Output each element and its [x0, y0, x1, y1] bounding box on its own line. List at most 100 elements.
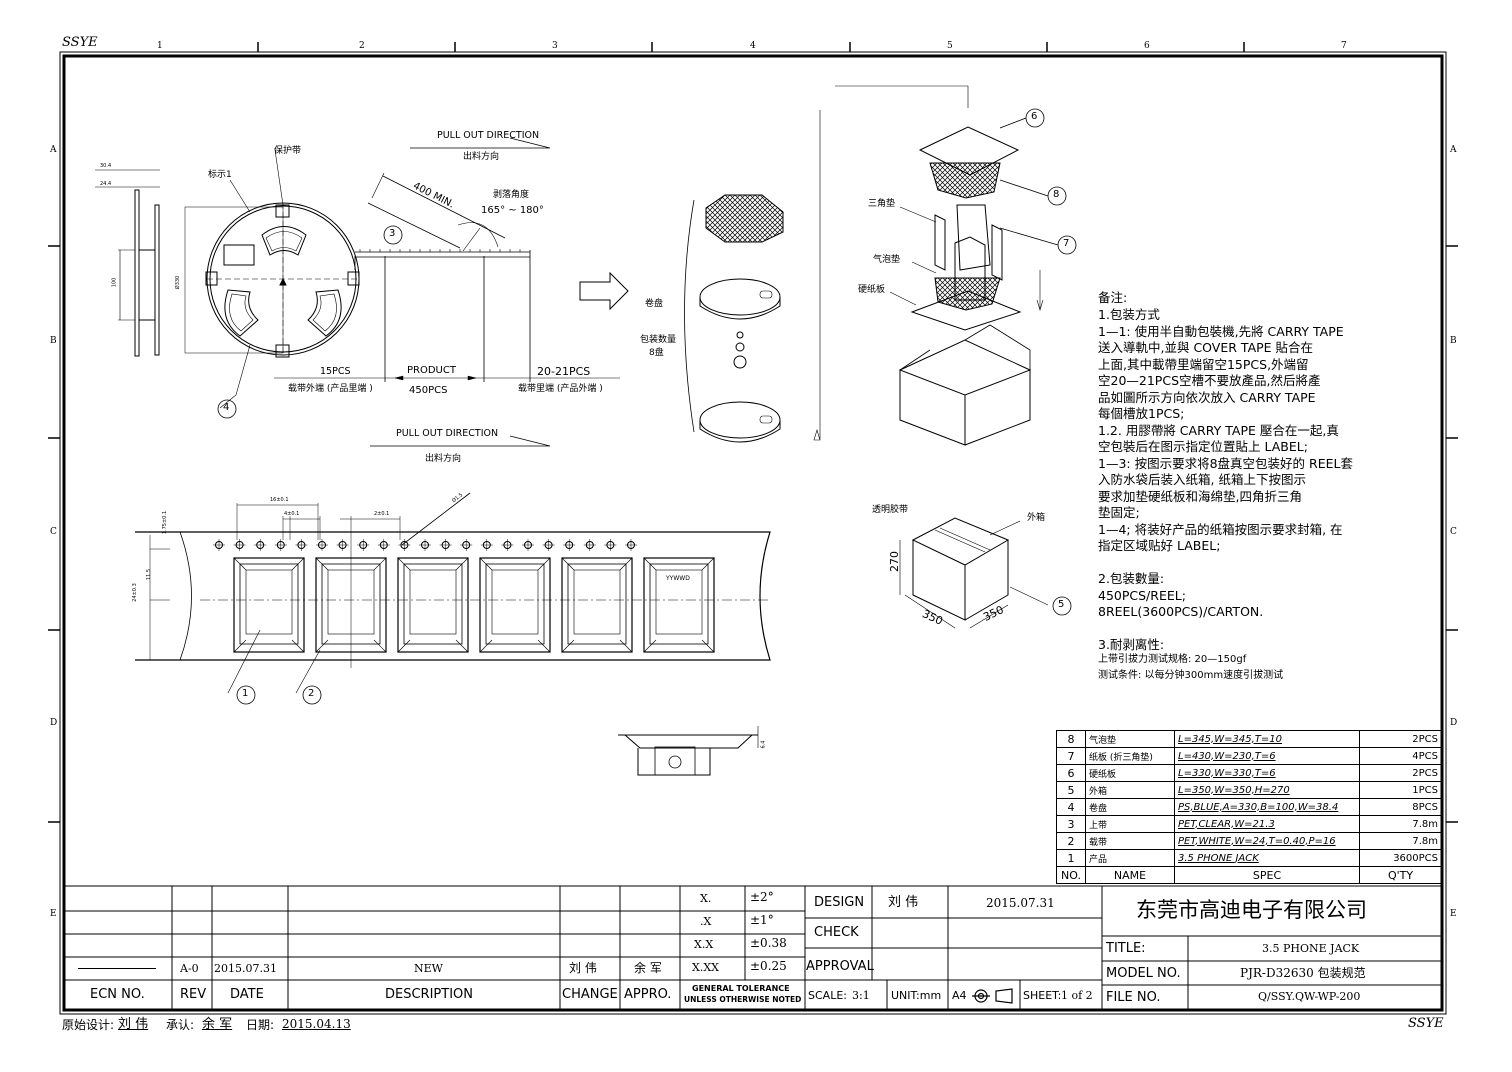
sprocket-crosshair	[625, 539, 637, 551]
note-line: 1.包装方式	[1098, 307, 1160, 322]
parts-cell-spec: L=330,W=330,T=6	[1174, 764, 1360, 782]
file-label: FILE NO.	[1106, 990, 1161, 1005]
reel-front-view	[184, 149, 360, 409]
sprocket-crosshair	[295, 539, 308, 551]
pocket-corner-line	[643, 639, 657, 653]
parts-cell-name: 纸板 (折三角垫)	[1085, 747, 1175, 765]
dim-hole1: 4±0.1	[284, 511, 300, 517]
pocket-corner-line	[455, 557, 469, 571]
corner-mark-bottom: SSYE	[1408, 1016, 1444, 1031]
sprocket-crosshair	[316, 539, 328, 551]
parts-cell-qty: 4PCS	[1359, 747, 1442, 765]
carton-exploded	[889, 126, 1044, 446]
model-value: PJR-D32630 包装规范	[1240, 966, 1366, 980]
tol-val-3: ±0.25	[750, 959, 787, 973]
seg-mid-qty: 450PCS	[409, 385, 448, 396]
sprocket-crosshair	[233, 539, 246, 551]
tape-pocket	[491, 569, 539, 635]
parts-cell-name: 载带	[1085, 832, 1175, 850]
parts-cell-spec: L=345,W=345,T=10	[1174, 730, 1360, 748]
sprocket-crosshair	[213, 539, 225, 551]
tape-pocket	[321, 563, 381, 645]
appro-header: APPRO.	[624, 987, 672, 1002]
parts-cell-no: 1	[1056, 849, 1086, 867]
pocket-corner-line	[397, 639, 411, 653]
parts-cell-qty: 2PCS	[1359, 730, 1442, 748]
tol-fmt-3: X.XX	[692, 961, 719, 974]
parts-cell-name: 产品	[1085, 849, 1175, 867]
pocket-corner-line	[537, 557, 551, 571]
parts-header-row: NO. NAME SPEC Q'TY	[1056, 866, 1442, 884]
dim-outer: Ø330	[175, 275, 182, 290]
approve-name: 余 军	[202, 1017, 233, 1032]
pull-out-top-cn: 出料方向	[463, 152, 500, 162]
scale-value: 3:1	[852, 989, 870, 1002]
footer-date: 2015.04.13	[282, 1017, 351, 1031]
approval-label: APPROVAL	[806, 959, 874, 974]
tape-pocket	[327, 569, 375, 635]
tape-pocket	[649, 563, 709, 645]
pocket-corner-line	[373, 557, 387, 571]
note-line: 垫固定;	[1098, 505, 1140, 520]
parts-cell-no: 8	[1056, 730, 1086, 748]
parts-cell-spec: PS,BLUE,A=330,B=100,W=38.4	[1174, 798, 1360, 816]
pocket-corner-line	[373, 639, 387, 653]
parts-cell-name: 气泡垫	[1085, 730, 1175, 748]
pocket-corner-line	[701, 557, 715, 571]
note-line: 1—3: 按图示要求将8盘真空包装好的 REEL套	[1098, 455, 1353, 471]
pocket-corner-line	[643, 557, 657, 571]
note-line: 3.耐剥离性:	[1098, 637, 1165, 652]
parts-cell-spec: PET,WHITE,W=24,T=0.40,P=16	[1174, 832, 1360, 850]
ecn-header: ECN NO.	[90, 987, 145, 1002]
note-line: 上带引拔力测试规格: 20—150gf	[1098, 653, 1247, 665]
board-label: 硬纸板	[858, 285, 886, 295]
projection-icon	[972, 987, 1016, 1009]
approve-label: 承认:	[166, 1018, 195, 1032]
box-label: 外箱	[1027, 513, 1046, 523]
peel-angle-value: 165° ~ 180°	[481, 205, 544, 216]
date-header: DATE	[230, 987, 264, 1002]
note-line: 送入導軌中,並與 COVER TAPE 貼合在	[1098, 340, 1314, 355]
note-line: 1—1: 使用半自動包裝機,先將 CARRY TAPE	[1098, 323, 1344, 339]
outer-frame	[59, 51, 1447, 1015]
dim-h: 270	[888, 551, 901, 572]
parts-cell-no: 4	[1056, 798, 1086, 816]
pocket-corner-line	[397, 557, 411, 571]
parts-cell-name: 上带	[1085, 815, 1175, 833]
change-header: CHANGE	[562, 987, 618, 1002]
rev-date: 2015.07.31	[214, 962, 277, 975]
balloons	[217, 108, 1077, 705]
parts-cell-spec: L=430,W=230,T=6	[1174, 747, 1360, 765]
note-line: 8REEL(3600PCS)/CARTON.	[1098, 604, 1264, 619]
tape-pocket	[567, 563, 627, 645]
check-label: CHECK	[814, 925, 859, 940]
flow-arrow	[579, 271, 629, 311]
unit-label: UNIT:mm	[891, 989, 942, 1002]
desc-header: DESCRIPTION	[385, 987, 473, 1002]
general-tol-2: UNLESS OTHERWISE NOTED	[684, 995, 802, 1004]
mark-label: 标示1	[208, 170, 232, 180]
triangle-label: 三角垫	[868, 199, 896, 209]
dim-edge: 1.75±0.1	[162, 510, 169, 535]
peel-angle-title: 剥落角度	[493, 190, 530, 200]
sprocket-crosshair	[254, 539, 267, 551]
dim-hole2: 2±0.1	[374, 511, 390, 517]
sprocket-crosshair	[583, 539, 596, 551]
title-label: TITLE:	[1106, 941, 1146, 956]
pocket-corner-line	[619, 557, 633, 571]
sprocket-crosshair	[480, 539, 493, 551]
parts-cell-qty: 3600PCS	[1359, 849, 1442, 867]
pocket-corner-line	[455, 639, 469, 653]
ecn-line	[78, 968, 156, 969]
file-value: Q/SSY.QW-WP-200	[1258, 990, 1361, 1003]
note-line: 2.包装數量:	[1098, 571, 1165, 586]
tape-pocket	[403, 563, 463, 645]
parts-cell-name: 卷盘	[1085, 798, 1175, 816]
tol-fmt-0: X.	[700, 892, 712, 905]
tape-pocket	[233, 557, 305, 653]
model-label: MODEL NO.	[1106, 966, 1181, 981]
seg-mid: PRODUCT	[407, 365, 456, 376]
